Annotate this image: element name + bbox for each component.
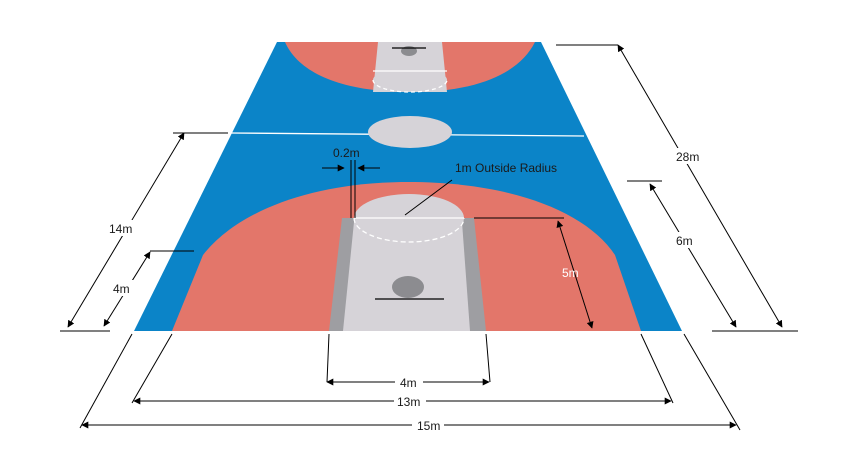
dim-28m-label-bg — [671, 148, 707, 164]
dim-5m-arrow — [556, 220, 594, 329]
near-hoop — [392, 276, 424, 298]
dim-13m-right-tick — [640, 333, 674, 404]
dim-6m-arrow — [649, 183, 737, 328]
far-free-throw-circle — [373, 68, 447, 92]
dim-6m-label: 6m — [676, 234, 693, 248]
dim-4m-left-label: 4m — [113, 282, 130, 296]
dim-14m-label-bg — [106, 220, 140, 236]
dim-15m-label: 15m — [417, 419, 440, 433]
dim-15m-label-bg — [412, 418, 444, 432]
dim-13m-label: 13m — [397, 395, 420, 409]
dim-02m-label: 0.2m — [333, 146, 360, 160]
near-key-arc-dashed — [353, 217, 465, 243]
dim-13m-left-tick — [131, 333, 173, 404]
dim-4m-left-label-bg — [109, 280, 135, 296]
dim-radius-label: 1m Outside Radius — [455, 161, 557, 175]
dim-4m-key-left-tick — [326, 333, 330, 383]
dim-15m-left-tick — [79, 333, 133, 429]
dim-28m-label: 28m — [676, 150, 699, 164]
dim-6m-label-bg — [672, 232, 700, 248]
dim-15m-right-tick — [683, 333, 741, 431]
dim-4m-key-label: 4m — [400, 376, 417, 390]
court — [134, 42, 682, 331]
dimensions: 28m 14m 4m 6m 5m 0.2m 1m Outside Radius — [60, 44, 798, 433]
dim-13m-label-bg — [394, 394, 426, 408]
dim-5m-label: 5m — [562, 266, 579, 280]
dim-4m-key-right-tick — [485, 333, 491, 383]
center-circle — [368, 116, 452, 148]
dim-radius-leader — [404, 179, 453, 216]
dim-4m-key-label-bg — [395, 375, 423, 389]
dim-14m-label: 14m — [109, 222, 132, 236]
